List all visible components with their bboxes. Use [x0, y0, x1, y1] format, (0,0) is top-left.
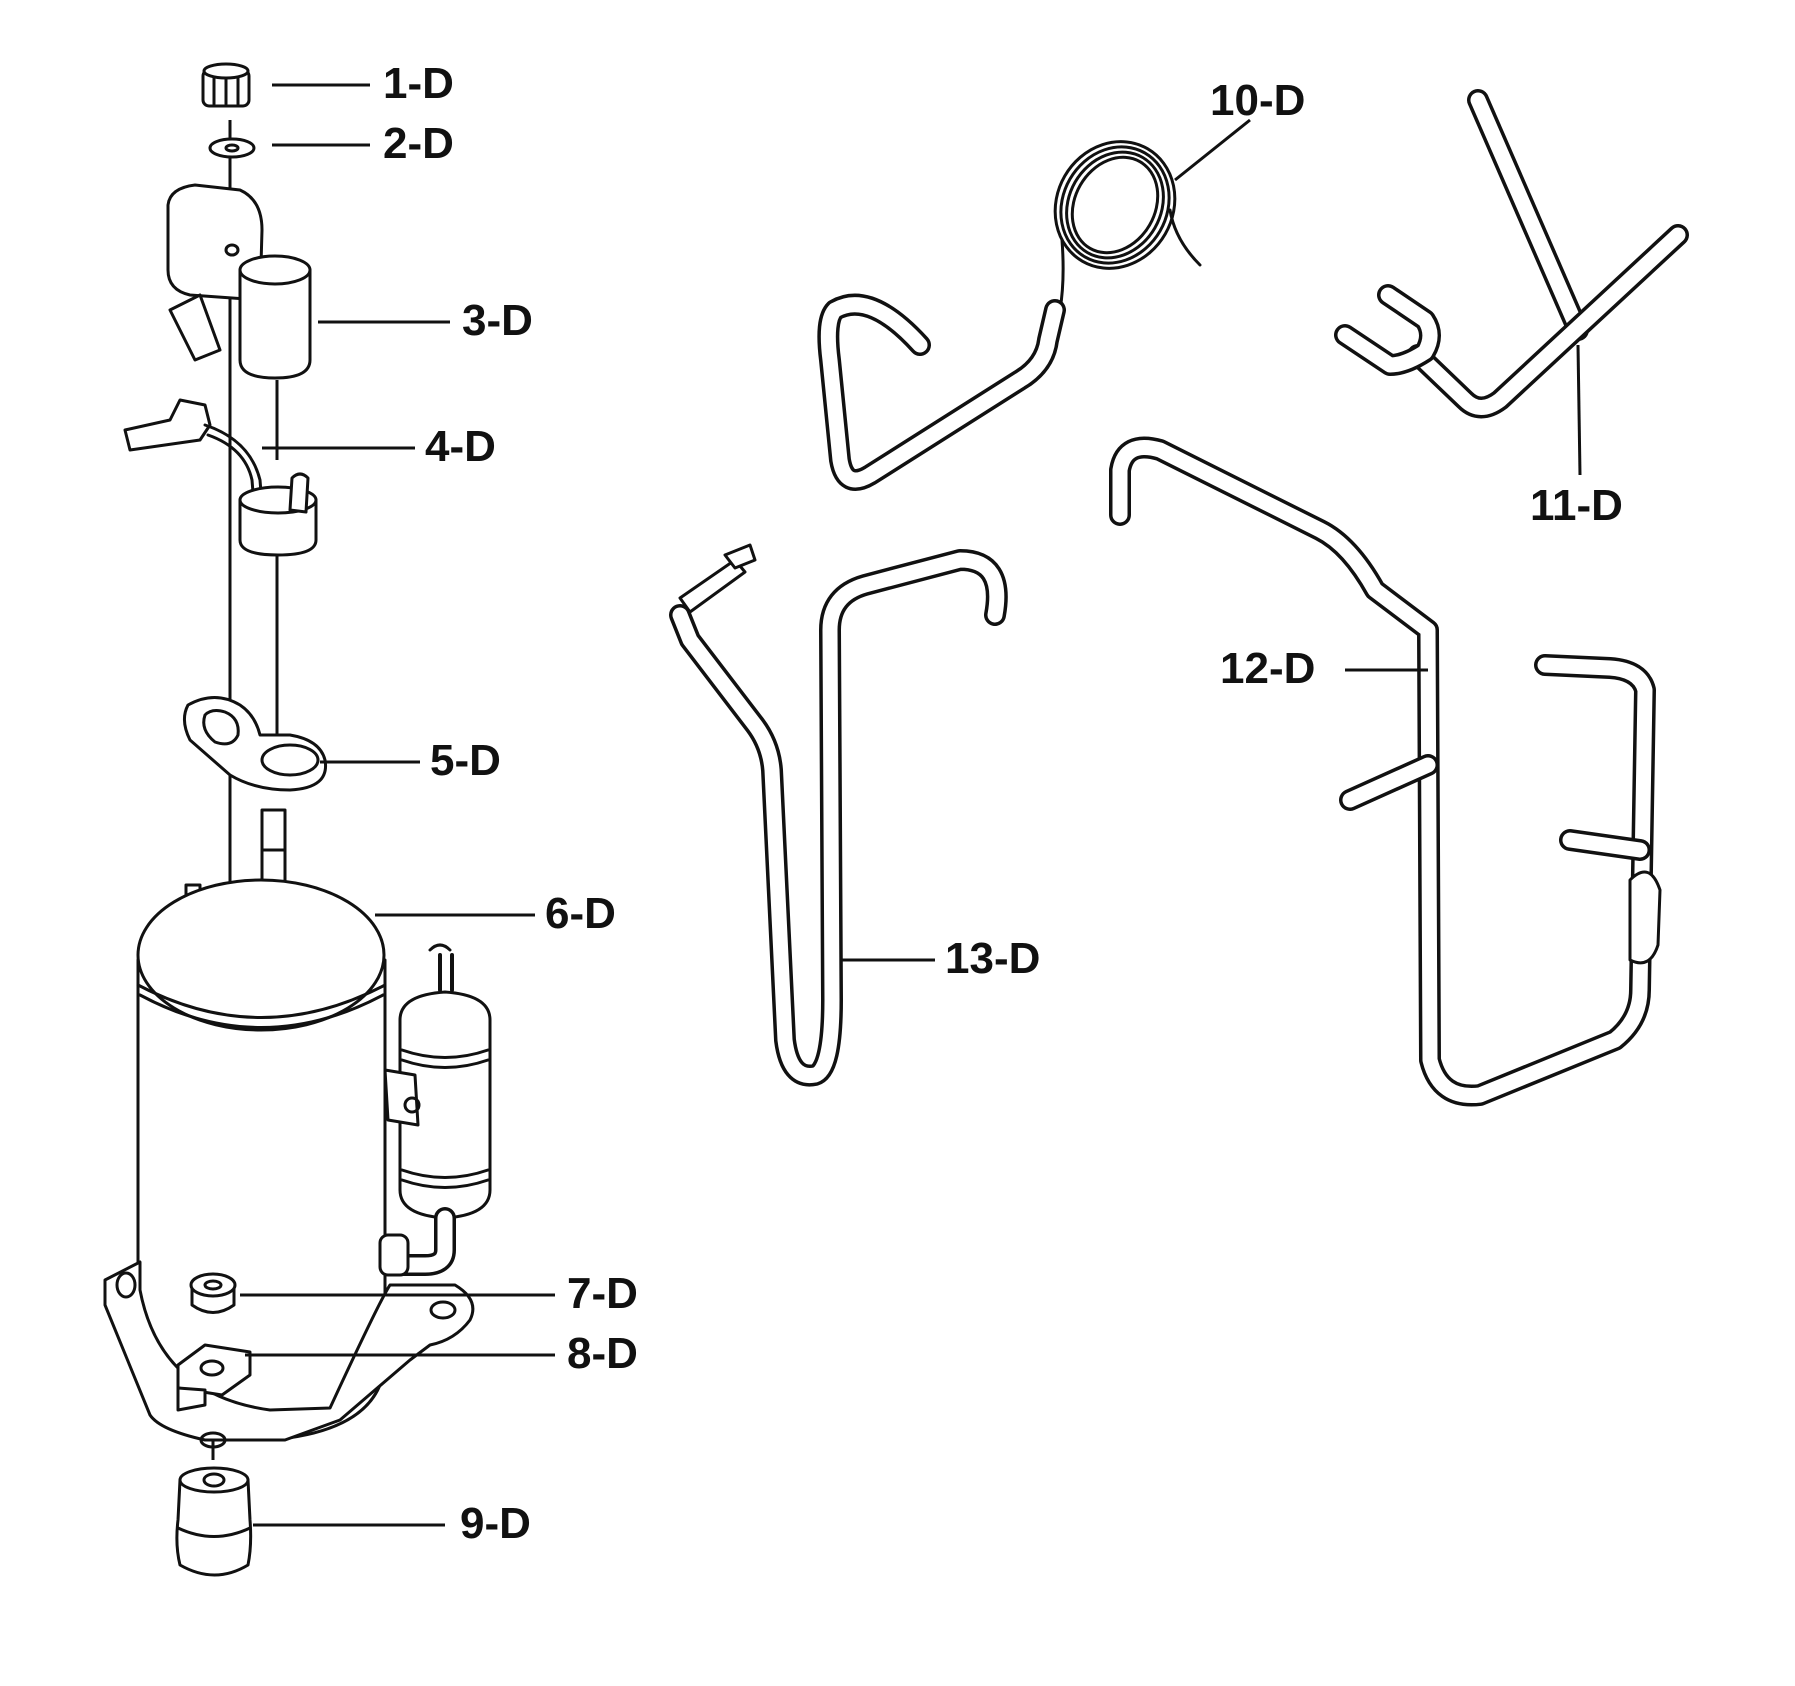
label-2-d: 2-D: [383, 119, 454, 168]
suction-pipe-icon: [669, 543, 1008, 1087]
gasket-icon: [183, 696, 328, 792]
leader-lines: [240, 83, 1582, 1527]
label-4-d: 4-D: [425, 422, 496, 471]
label-7-d: 7-D: [567, 1269, 638, 1318]
label-3-d: 3-D: [462, 296, 533, 345]
terminal-cover-icon: [166, 183, 312, 380]
label-10-d: 10-D: [1210, 76, 1305, 125]
label-5-d: 5-D: [430, 736, 501, 785]
label-12-d: 12-D: [1220, 644, 1315, 693]
label-11-d: 11-D: [1530, 481, 1623, 530]
rubber-foot-icon: [175, 1466, 253, 1577]
capillary-tube-icon: [817, 140, 1202, 491]
label-9-d: 9-D: [460, 1499, 531, 1548]
nut-icon: [189, 1272, 237, 1314]
bracket-icon: [176, 1343, 252, 1449]
lead-wire-icon: [123, 398, 318, 557]
label-6-d: 6-D: [545, 889, 616, 938]
branch-pipe-icon: [1334, 89, 1689, 419]
label-8-d: 8-D: [567, 1329, 638, 1378]
label-13-d: 13-D: [945, 934, 1040, 983]
discharge-pipe-icon: [1109, 436, 1662, 1107]
compressor-icon: [103, 808, 492, 1442]
label-1-d: 1-D: [383, 59, 454, 108]
cap-nut-icon: [201, 62, 251, 108]
washer-icon: [208, 137, 256, 159]
